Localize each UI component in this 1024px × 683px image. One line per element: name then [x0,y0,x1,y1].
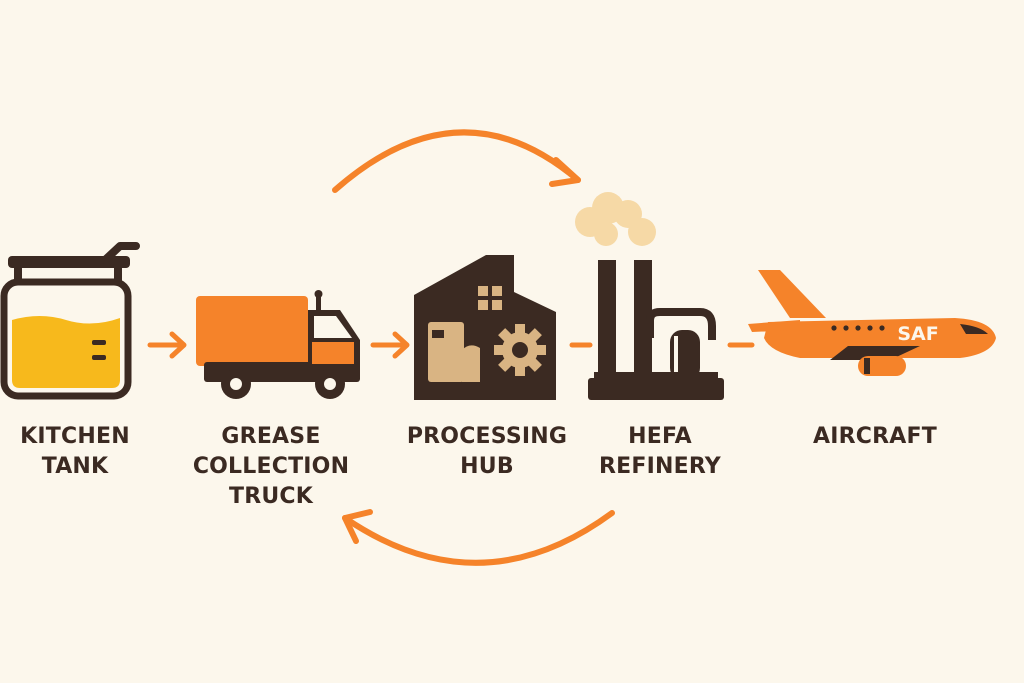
label-line: COLLECTION [192,454,350,479]
label-line: HEFA [628,424,692,449]
grease-truck-icon [196,290,360,399]
label-line: PROCESSING [406,424,568,449]
step-label-kitchen-tank: KITCHEN TANK [0,422,150,482]
label-line: KITCHEN [20,424,130,449]
label-line: AIRCRAFT [813,424,937,449]
bottom-cycle-arrow [342,509,615,566]
top-cycle-arrow [332,129,581,193]
saf-badge: SAF [897,323,938,345]
label-line: TANK [41,454,109,479]
step-label-hefa-refinery: HEFA REFINERY [580,422,740,482]
label-line: REFINERY [599,454,721,479]
aircraft-icon: SAF [748,270,996,376]
processing-hub-icon [414,255,556,400]
connector-tank-to-truck [147,331,187,359]
step-label-processing-hub: PROCESSING HUB [402,422,572,482]
label-line: HUB [460,454,514,479]
label-line: GREASE [221,424,321,449]
hefa-refinery-icon [575,192,724,400]
label-line: TRUCK [228,484,313,509]
step-label-aircraft: AIRCRAFT [790,422,960,452]
step-label-grease-truck: GREASE COLLECTION TRUCK [186,422,356,512]
connector-truck-to-hub [370,331,410,359]
kitchen-tank-icon [0,242,140,400]
